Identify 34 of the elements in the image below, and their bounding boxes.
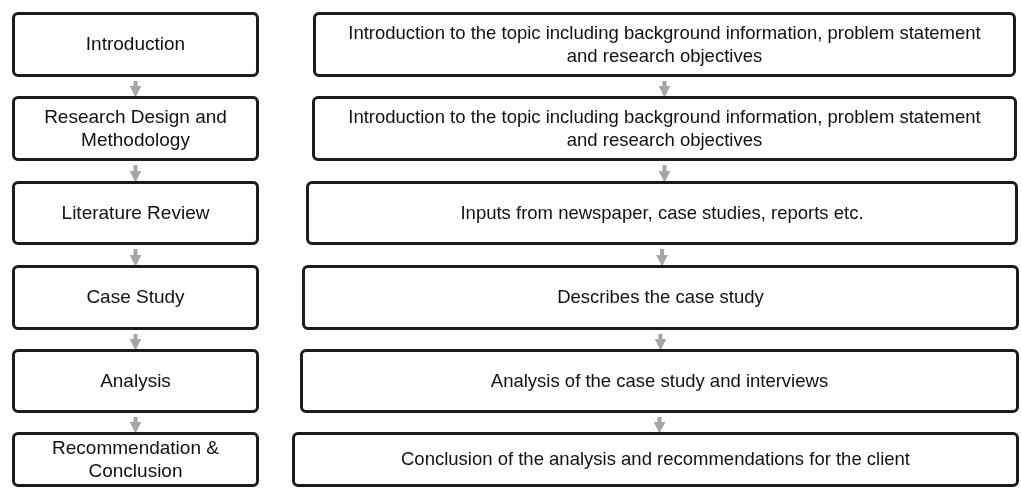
arrow bbox=[129, 165, 142, 183]
box-text: Introduction to the topic including background information, problem statement and research objectives bbox=[347, 22, 982, 67]
box-text: Analysis bbox=[100, 369, 171, 393]
box-text: Introduction to the topic including background information, problem statement and research objectives bbox=[347, 106, 982, 151]
process-box bbox=[312, 96, 1017, 161]
process-box bbox=[12, 265, 259, 330]
process-box bbox=[313, 12, 1016, 77]
arrow bbox=[129, 249, 142, 267]
process-box bbox=[12, 181, 259, 245]
arrow bbox=[656, 249, 668, 267]
process-box bbox=[12, 12, 259, 77]
box-text: Inputs from newspaper, case studies, reports etc. bbox=[460, 201, 864, 225]
arrow bbox=[129, 81, 142, 98]
arrow bbox=[654, 334, 667, 351]
box-text: Research Design and Methodology bbox=[43, 105, 228, 152]
process-box bbox=[292, 432, 1019, 487]
box-text: Analysis of the case study and interviews bbox=[490, 369, 829, 393]
arrow bbox=[129, 334, 142, 351]
arrow bbox=[653, 417, 666, 434]
arrow bbox=[129, 417, 142, 434]
box-text: Conclusion of the analysis and recommendations for the client bbox=[401, 448, 910, 471]
box-text: Recommendation & Conclusion bbox=[51, 436, 220, 483]
box-text: Describes the case study bbox=[557, 286, 764, 309]
arrow bbox=[658, 165, 671, 183]
process-box bbox=[300, 349, 1019, 413]
box-text: Literature Review bbox=[61, 201, 210, 225]
box-text: Case Study bbox=[86, 286, 185, 309]
arrow bbox=[658, 81, 671, 98]
process-box bbox=[12, 96, 259, 161]
process-box bbox=[12, 432, 259, 487]
process-box bbox=[306, 181, 1018, 245]
box-text: Introduction bbox=[85, 33, 186, 56]
process-box bbox=[302, 265, 1019, 330]
process-box bbox=[12, 349, 259, 413]
